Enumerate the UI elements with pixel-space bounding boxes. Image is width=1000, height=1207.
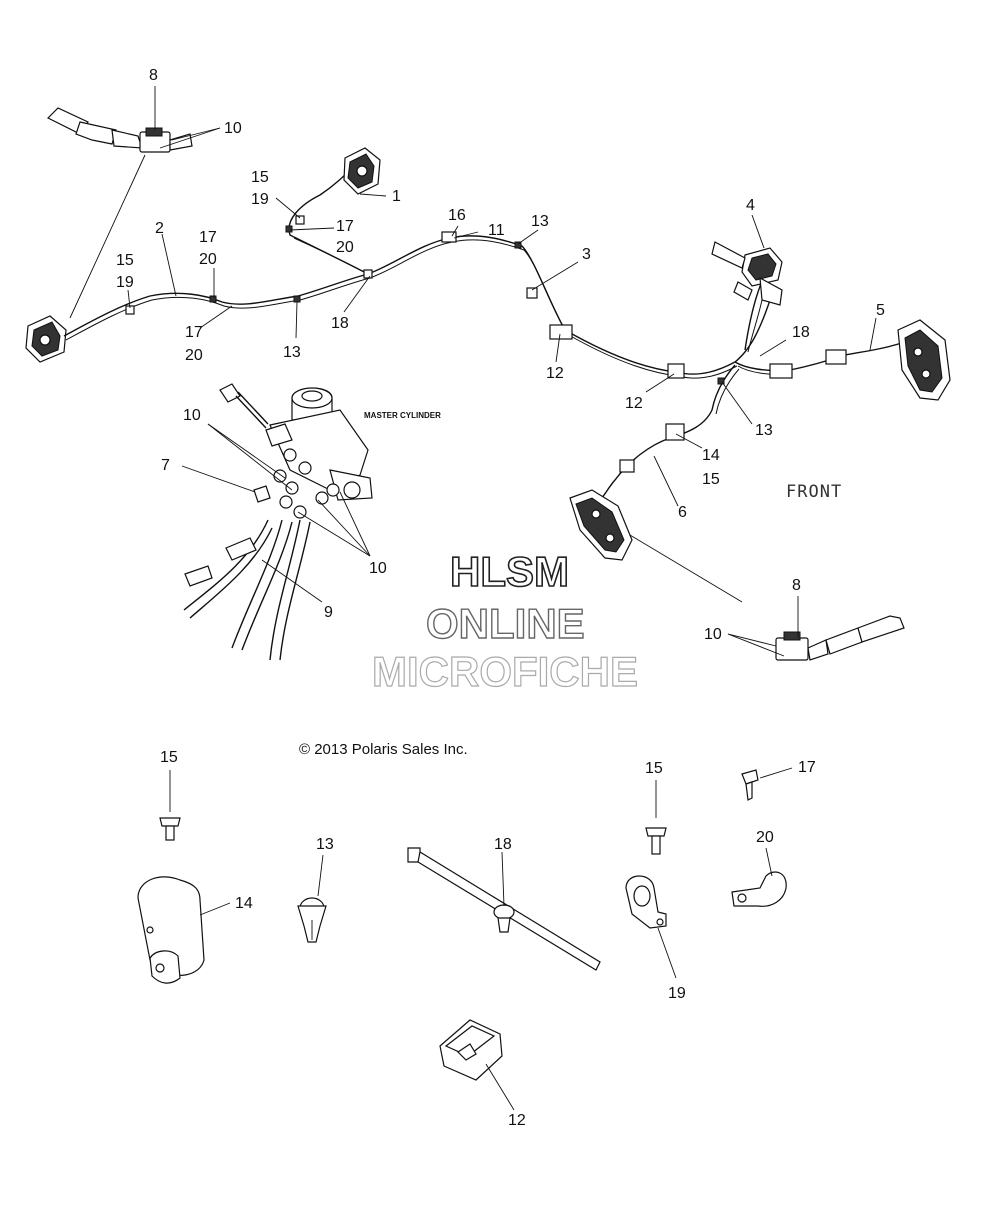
callout-15-part-right: 15: [645, 760, 663, 777]
watermark-line-1: HLSM: [450, 548, 569, 595]
callout-17-c: 17: [185, 324, 203, 341]
callout-15-a: 15: [251, 169, 269, 186]
callout-3: 3: [582, 246, 591, 263]
callout-19-a: 19: [251, 191, 269, 208]
callout-20-part: 20: [756, 829, 774, 846]
callout-9: 9: [324, 604, 333, 621]
bolt-item-15-left: [159, 770, 181, 841]
callout-17-b: 17: [199, 229, 217, 246]
callout-8-top: 8: [149, 67, 158, 84]
callout-18-a: 18: [331, 315, 349, 332]
callout-16: 16: [448, 207, 466, 224]
callout-17-part: 17: [798, 759, 816, 776]
upper-brake-caliper: [343, 147, 381, 195]
callout-11: 11: [488, 222, 505, 239]
watermark-line-3: MICROFICHE: [372, 648, 638, 695]
callout-20-c: 20: [185, 347, 203, 364]
master-cylinder-label: MASTER CYLINDER: [364, 411, 441, 420]
fitting-top-left: [46, 107, 193, 153]
callout-10-bottom: 10: [704, 626, 722, 643]
callout-18-b: 18: [792, 324, 810, 341]
callout-10-low: 10: [369, 560, 387, 577]
callout-10-mid: 10: [183, 407, 201, 424]
leader-lines: [127, 193, 877, 507]
callout-12-part: 12: [508, 1112, 526, 1129]
callout-17-a: 17: [336, 218, 354, 235]
line-clips: [125, 215, 847, 473]
callout-1: 1: [392, 188, 401, 205]
tie-strap-item-18: [407, 847, 601, 971]
callout-20-a: 20: [336, 239, 354, 256]
callout-15-part-left: 15: [160, 749, 178, 766]
callout-18-part: 18: [494, 836, 512, 853]
right-brake-caliper: [897, 319, 951, 401]
clip-item-12: [439, 1019, 515, 1111]
copyright-text: © 2013 Polaris Sales Inc.: [299, 741, 468, 758]
callout-8-bottom: 8: [792, 577, 801, 594]
callout-12-b: 12: [625, 395, 643, 412]
p-clip-item-20: [731, 847, 787, 907]
fitting-bottom-right: [775, 615, 905, 661]
callout-6: 6: [678, 504, 687, 521]
callout-13-part: 13: [316, 836, 334, 853]
callout-14-part: 14: [235, 895, 253, 912]
callout-13-c: 13: [755, 422, 773, 439]
master-cylinder: [219, 383, 373, 501]
callout-20-b: 20: [199, 251, 217, 268]
clip-item-13: [297, 854, 327, 943]
master-cylinder-hoses: [183, 469, 340, 661]
callout-10-top: 10: [224, 120, 242, 137]
proportioning-valve-assembly: [711, 241, 783, 306]
lower-brake-caliper: [569, 489, 633, 561]
screw-item-17: [741, 767, 793, 801]
callout-15-c: 15: [702, 471, 720, 488]
callout-13-b: 13: [283, 344, 301, 361]
watermark-line-2: ONLINE: [426, 600, 585, 647]
callout-13-a: 13: [531, 213, 549, 230]
callout-19-part: 19: [668, 985, 686, 1002]
callout-19-b: 19: [116, 274, 134, 291]
callout-14-a: 14: [702, 447, 720, 464]
callout-2: 2: [155, 220, 164, 237]
callout-5: 5: [876, 302, 885, 319]
callout-7: 7: [161, 457, 170, 474]
bolt-item-15-right: [645, 780, 667, 855]
callout-15-b: 15: [116, 252, 134, 269]
left-brake-caliper: [25, 315, 67, 363]
callout-4: 4: [746, 197, 755, 214]
callout-12-a: 12: [546, 365, 564, 382]
clamp-item-19: [625, 875, 677, 979]
front-direction-label: FRONT: [786, 482, 842, 502]
bracket-item-14: [137, 876, 231, 984]
